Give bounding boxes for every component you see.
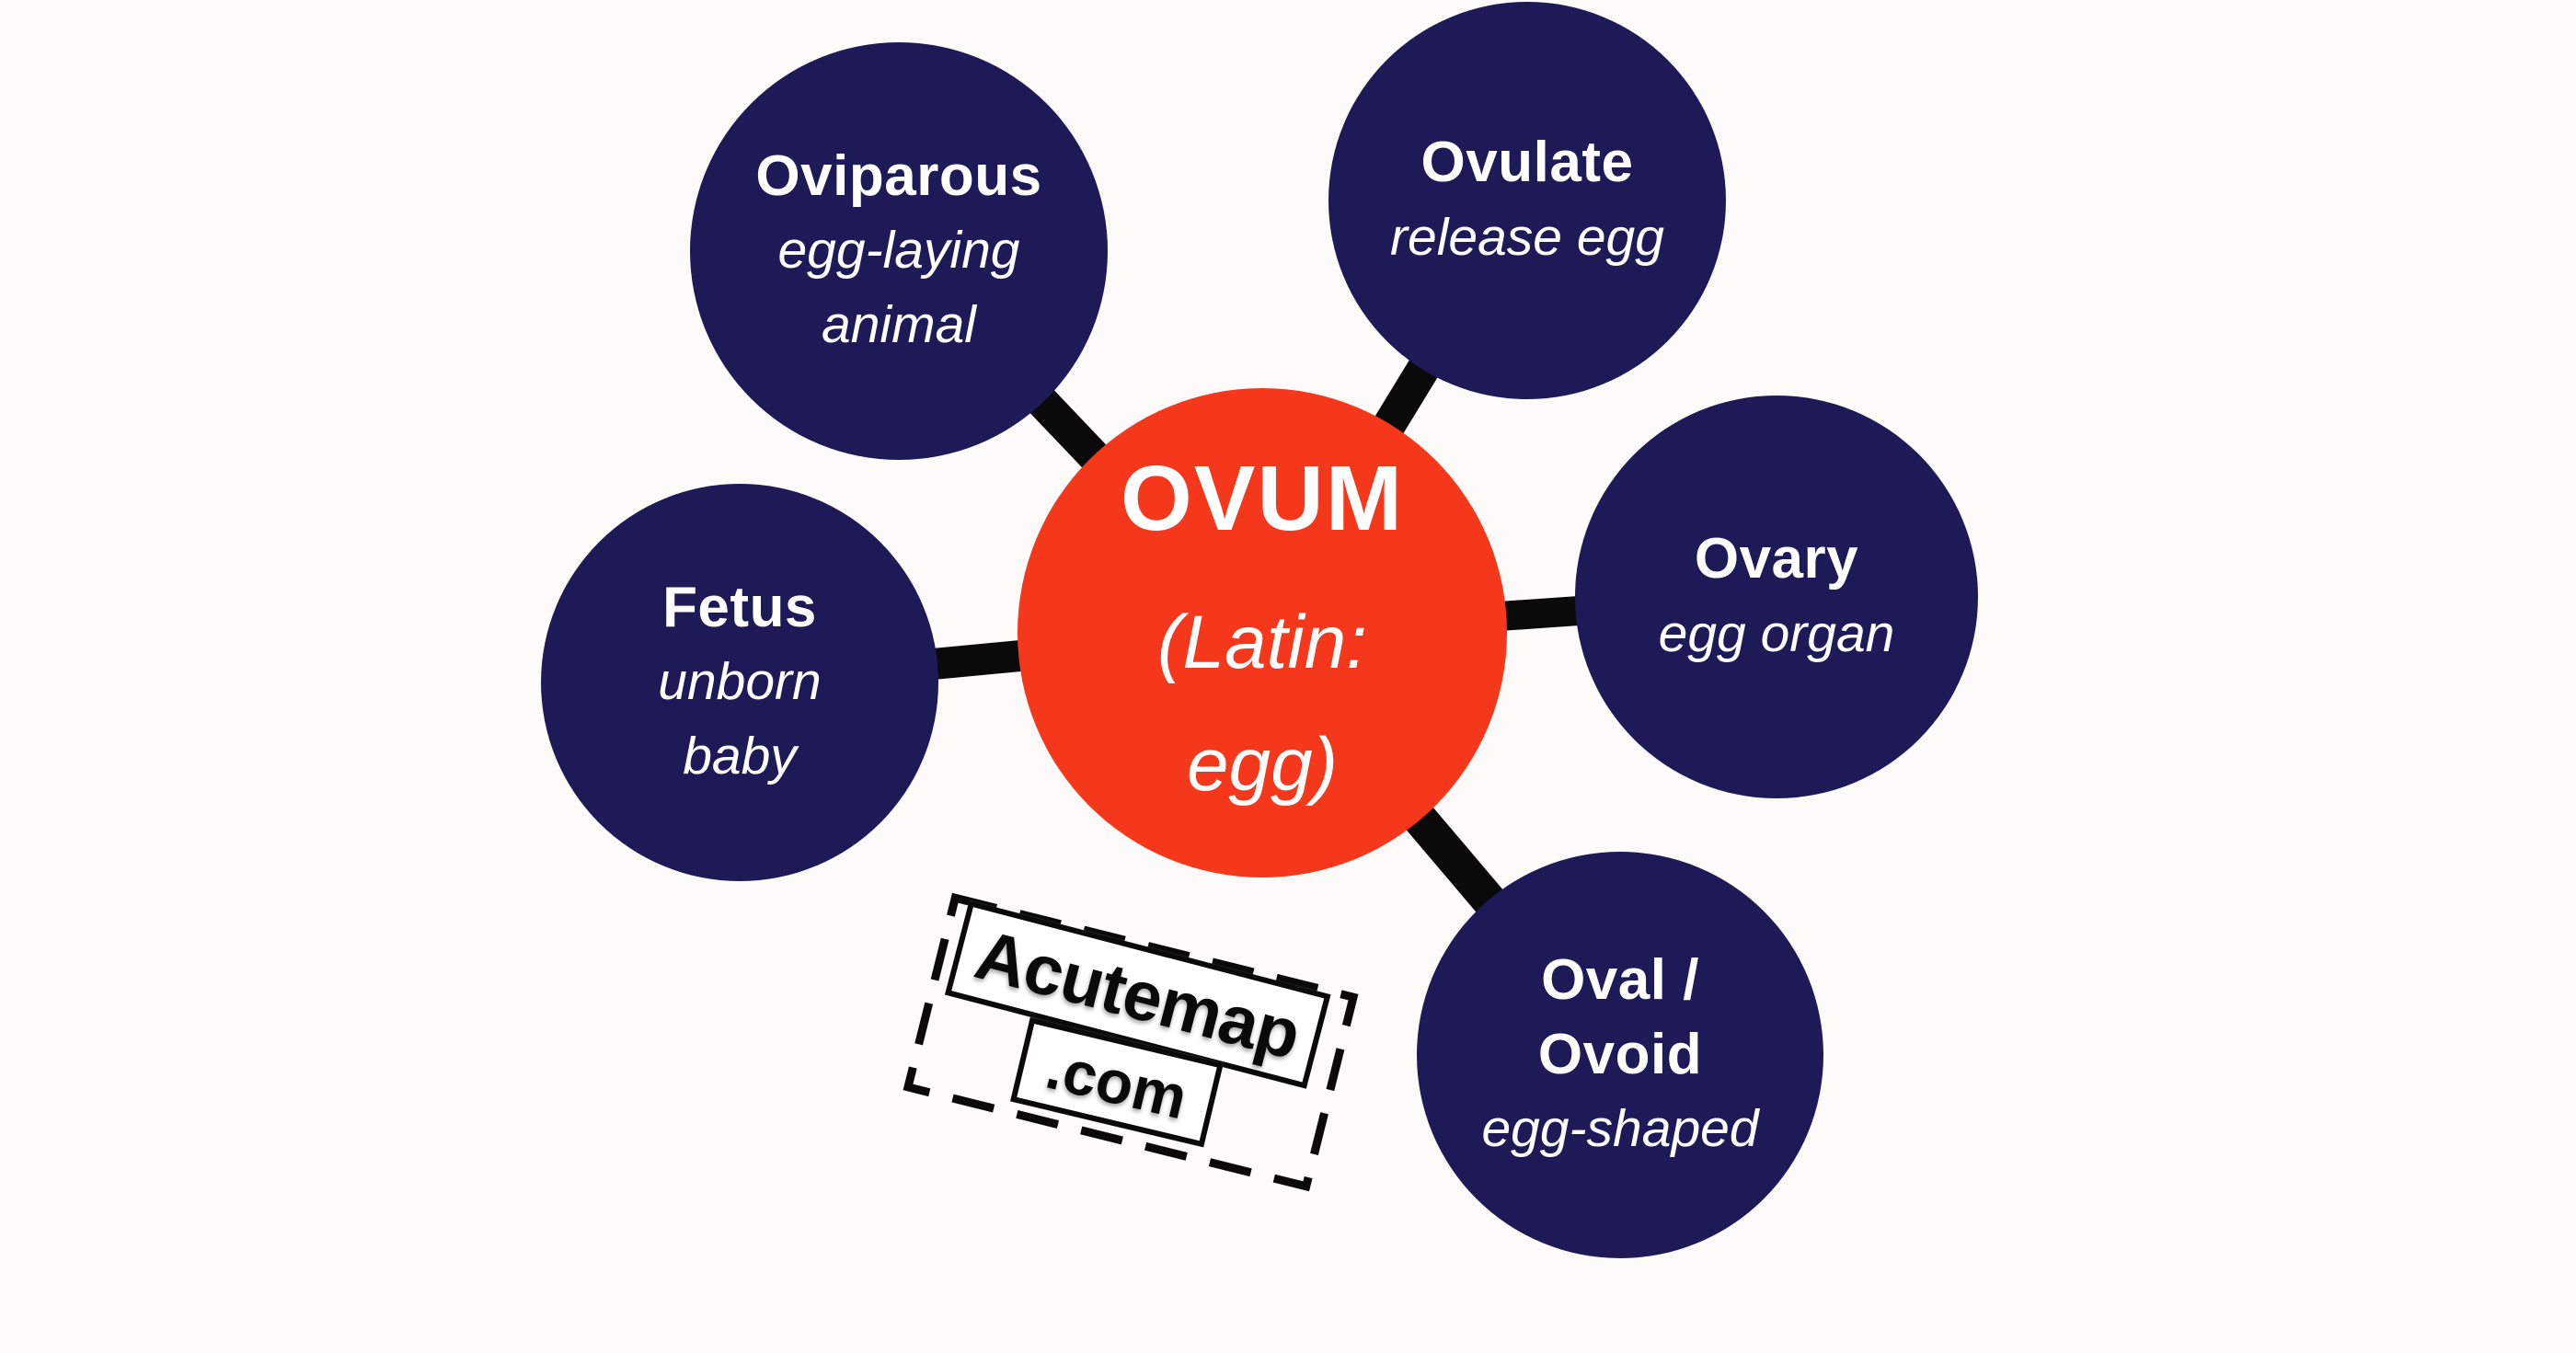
node-oval-ovoid-term-line1: Oval / (1541, 947, 1699, 1012)
node-oviparous-term: Oviparous (755, 143, 1042, 208)
stamp-dashed-border (903, 892, 1359, 1192)
center-definition-line2: egg) (1186, 723, 1339, 807)
node-ovary-term: Ovary (1694, 527, 1859, 591)
center-node-ovum: OVUM (Latin: egg) (1018, 388, 1507, 877)
node-fetus-definition-line2: baby (683, 727, 797, 786)
node-fetus-term: Fetus (662, 575, 817, 639)
node-oval-ovoid-term-line2: Ovoid (1537, 1022, 1703, 1086)
node-oviparous-definition-line2: animal (822, 295, 976, 355)
node-ovulate-term: Ovulate (1420, 131, 1634, 195)
node-oval-ovoid-definition: egg-shaped (1481, 1099, 1759, 1159)
node-fetus-definition-line1: unborn (658, 652, 822, 712)
node-ovary-definition: egg organ (1658, 603, 1895, 663)
node-ovulate: Ovulate release egg (1328, 2, 1726, 399)
node-fetus: Fetus unborn baby (541, 484, 938, 881)
center-definition-line1: (Latin: (1157, 601, 1367, 685)
center-term: OVUM (1121, 447, 1404, 551)
node-ovulate-definition: release egg (1390, 207, 1664, 267)
node-oviparous-definition-line1: egg-laying (777, 221, 1020, 281)
watermark-stamp: Acutemap .com (903, 892, 1359, 1192)
node-oval-ovoid: Oval / Ovoid egg-shaped (1417, 852, 1823, 1258)
node-ovary: Ovary egg organ (1575, 396, 1978, 798)
node-oviparous: Oviparous egg-laying animal (690, 42, 1108, 460)
